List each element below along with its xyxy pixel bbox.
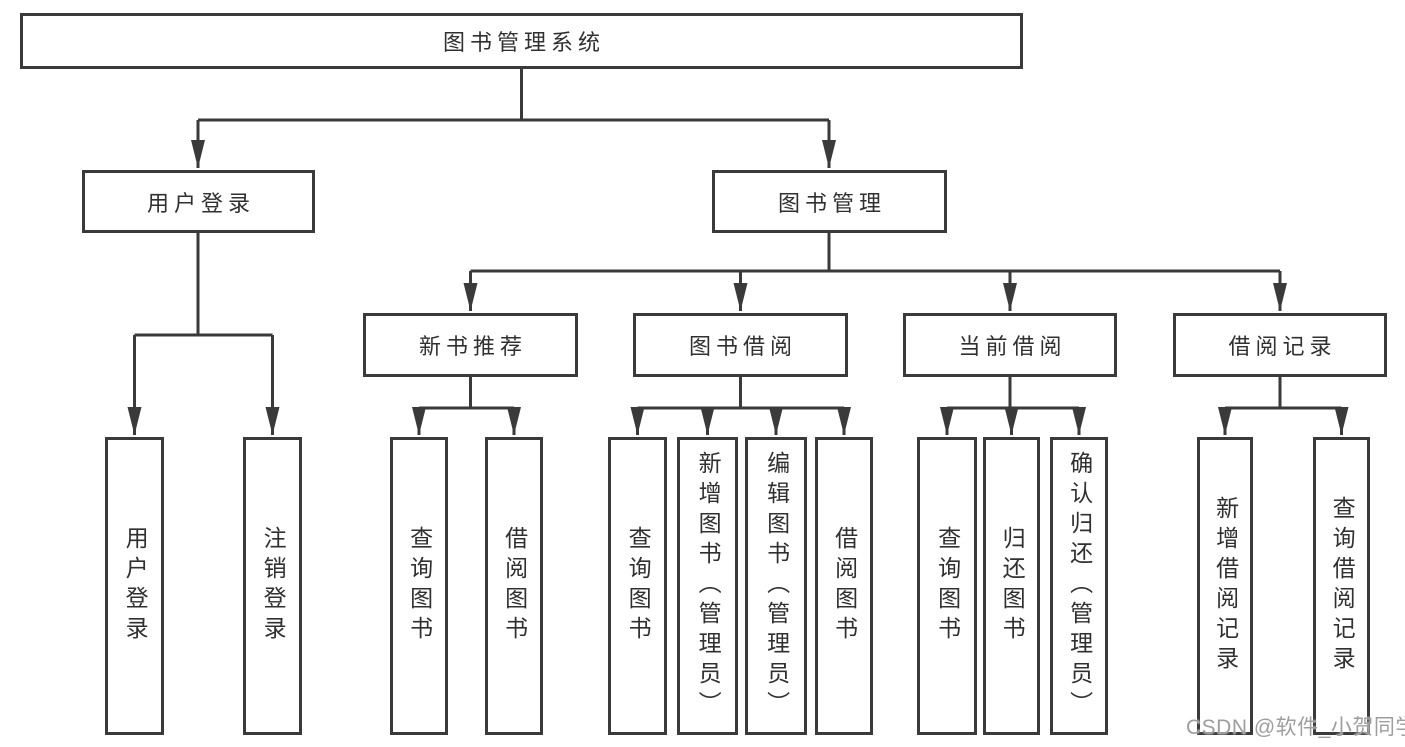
leaf-logout-login: 注销登录 (243, 437, 302, 735)
leaf-edit-book-admin-label: 编辑图书（管理员） (763, 451, 790, 721)
leaf-confirm-return-admin: 确认归还（管理员） (1050, 437, 1108, 735)
leaf-query-books-current: 查询图书 (917, 437, 977, 735)
node-book-management: 图书管理 (712, 170, 947, 233)
leaf-borrow-books-borrow: 借阅图书 (815, 437, 873, 735)
node-borrow-records: 借阅记录 (1173, 313, 1387, 377)
leaf-return-book: 归还图书 (983, 437, 1040, 735)
node-current-borrow: 当前借阅 (903, 313, 1117, 377)
leaf-add-borrow-record: 新增借阅记录 (1197, 437, 1253, 735)
leaf-edit-book-admin: 编辑图书（管理员） (745, 437, 807, 735)
leaf-query-books-recommend-label: 查询图书 (406, 526, 433, 646)
leaf-return-book-label: 归还图书 (999, 526, 1026, 646)
leaf-confirm-return-admin-label: 确认归还（管理员） (1066, 451, 1093, 721)
leaf-borrow-books-borrow-label: 借阅图书 (831, 526, 858, 646)
leaf-borrow-books-recommend: 借阅图书 (485, 437, 543, 735)
leaf-query-books-borrow-label: 查询图书 (625, 526, 652, 646)
node-new-book-recommend: 新书推荐 (363, 313, 578, 377)
node-user-login: 用户登录 (82, 170, 315, 233)
leaf-user-login: 用户登录 (105, 437, 164, 735)
leaf-borrow-books-recommend-label: 借阅图书 (501, 526, 528, 646)
leaf-query-borrow-record-label: 查询借阅记录 (1329, 496, 1356, 676)
watermark: CSDN @软件_小贺同学 (1186, 716, 1405, 739)
leaf-query-books-recommend: 查询图书 (390, 437, 448, 735)
leaf-query-books-current-label: 查询图书 (934, 526, 961, 646)
leaf-logout-login-label: 注销登录 (260, 526, 287, 646)
leaf-add-book-admin: 新增图书（管理员） (677, 437, 738, 735)
leaf-add-book-admin-label: 新增图书（管理员） (695, 451, 722, 721)
leaf-user-login-label: 用户登录 (122, 526, 149, 646)
node-root: 图书管理系统 (20, 13, 1023, 69)
leaf-add-borrow-record-label: 新增借阅记录 (1212, 496, 1239, 676)
leaf-query-books-borrow: 查询图书 (608, 437, 667, 735)
leaf-query-borrow-record: 查询借阅记录 (1313, 437, 1370, 735)
node-book-borrow: 图书借阅 (633, 313, 848, 377)
